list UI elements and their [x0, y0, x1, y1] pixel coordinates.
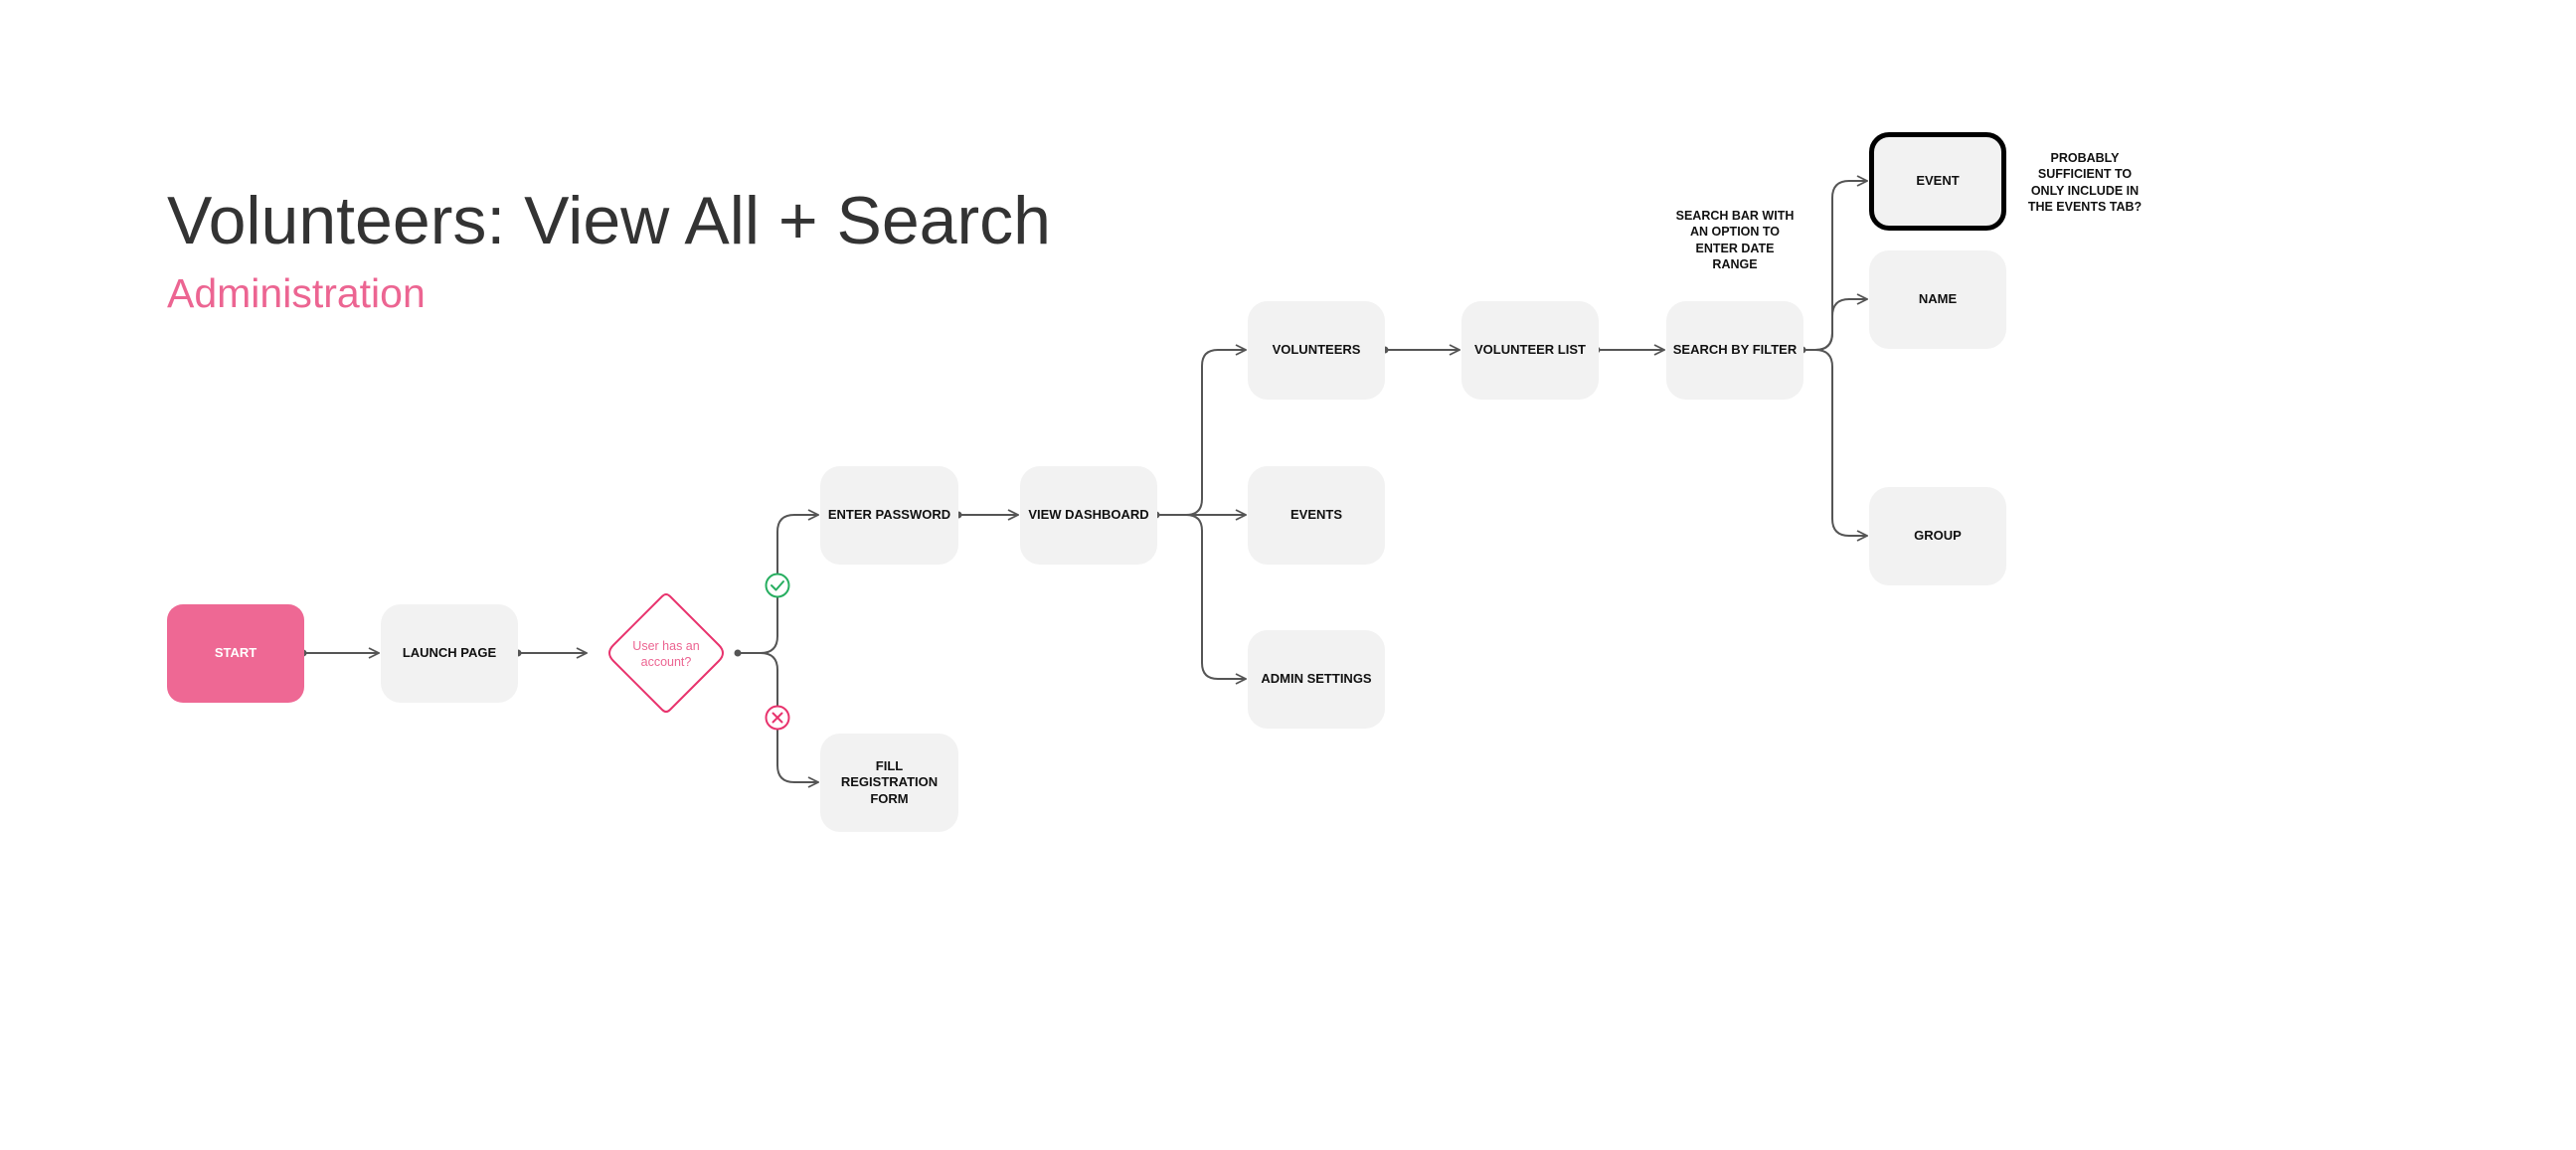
fill-registration-node[interactable]: FILL REGISTRATION FORM — [820, 734, 958, 832]
group-filter-label: GROUP — [1914, 528, 1962, 544]
search-bar-note: SEARCH BAR WITH AN OPTION TO ENTER DATE … — [1675, 209, 1795, 271]
volunteers-label: VOLUNTEERS — [1272, 342, 1361, 358]
fill-registration-label: FILL REGISTRATION FORM — [840, 758, 939, 806]
edge-search-name — [1803, 299, 1867, 351]
x-circle-icon — [765, 705, 790, 731]
admin-settings-node[interactable]: ADMIN SETTINGS — [1248, 630, 1385, 729]
launch-page-label: LAUNCH PAGE — [402, 645, 497, 661]
edge-search-group — [1803, 349, 1867, 536]
group-filter-node[interactable]: GROUP — [1869, 487, 2006, 585]
start-node[interactable]: START — [167, 604, 304, 703]
volunteers-node[interactable]: VOLUNTEERS — [1248, 301, 1385, 400]
decision-label: User has an account? — [632, 639, 700, 670]
admin-settings-label: ADMIN SETTINGS — [1261, 671, 1372, 687]
events-node[interactable]: EVENTS — [1248, 466, 1385, 565]
enter-password-node[interactable]: ENTER PASSWORD — [820, 466, 958, 565]
launch-page-node[interactable]: LAUNCH PAGE — [381, 604, 518, 703]
edge-search-event — [1803, 181, 1867, 351]
volunteer-list-label: VOLUNTEER LIST — [1474, 342, 1586, 358]
event-filter-label: EVENT — [1916, 173, 1960, 189]
enter-password-label: ENTER PASSWORD — [827, 507, 951, 523]
edge-dashboard-volunteers — [1156, 350, 1246, 516]
view-dashboard-label: VIEW DASHBOARD — [1028, 507, 1149, 523]
search-by-filter-node[interactable]: SEARCH BY FILTER — [1666, 301, 1803, 400]
start-label: START — [214, 645, 258, 661]
decision-node[interactable] — [607, 593, 725, 713]
check-circle-icon — [765, 573, 790, 598]
page-title: Volunteers: View All + Search — [167, 183, 1051, 258]
event-filter-node[interactable]: EVENT — [1869, 132, 2006, 231]
volunteer-list-node[interactable]: VOLUNTEER LIST — [1461, 301, 1599, 400]
name-filter-label: NAME — [1918, 291, 1958, 307]
events-label: EVENTS — [1289, 507, 1342, 523]
event-tab-note: PROBABLY SUFFICIENT TO ONLY INCLUDE IN T… — [2027, 151, 2143, 214]
name-filter-node[interactable]: NAME — [1869, 250, 2006, 349]
view-dashboard-node[interactable]: VIEW DASHBOARD — [1020, 466, 1157, 565]
page-subtitle: Administration — [167, 270, 426, 316]
edge-dashboard-admin — [1156, 514, 1246, 679]
search-by-filter-label: SEARCH BY FILTER — [1672, 342, 1798, 358]
